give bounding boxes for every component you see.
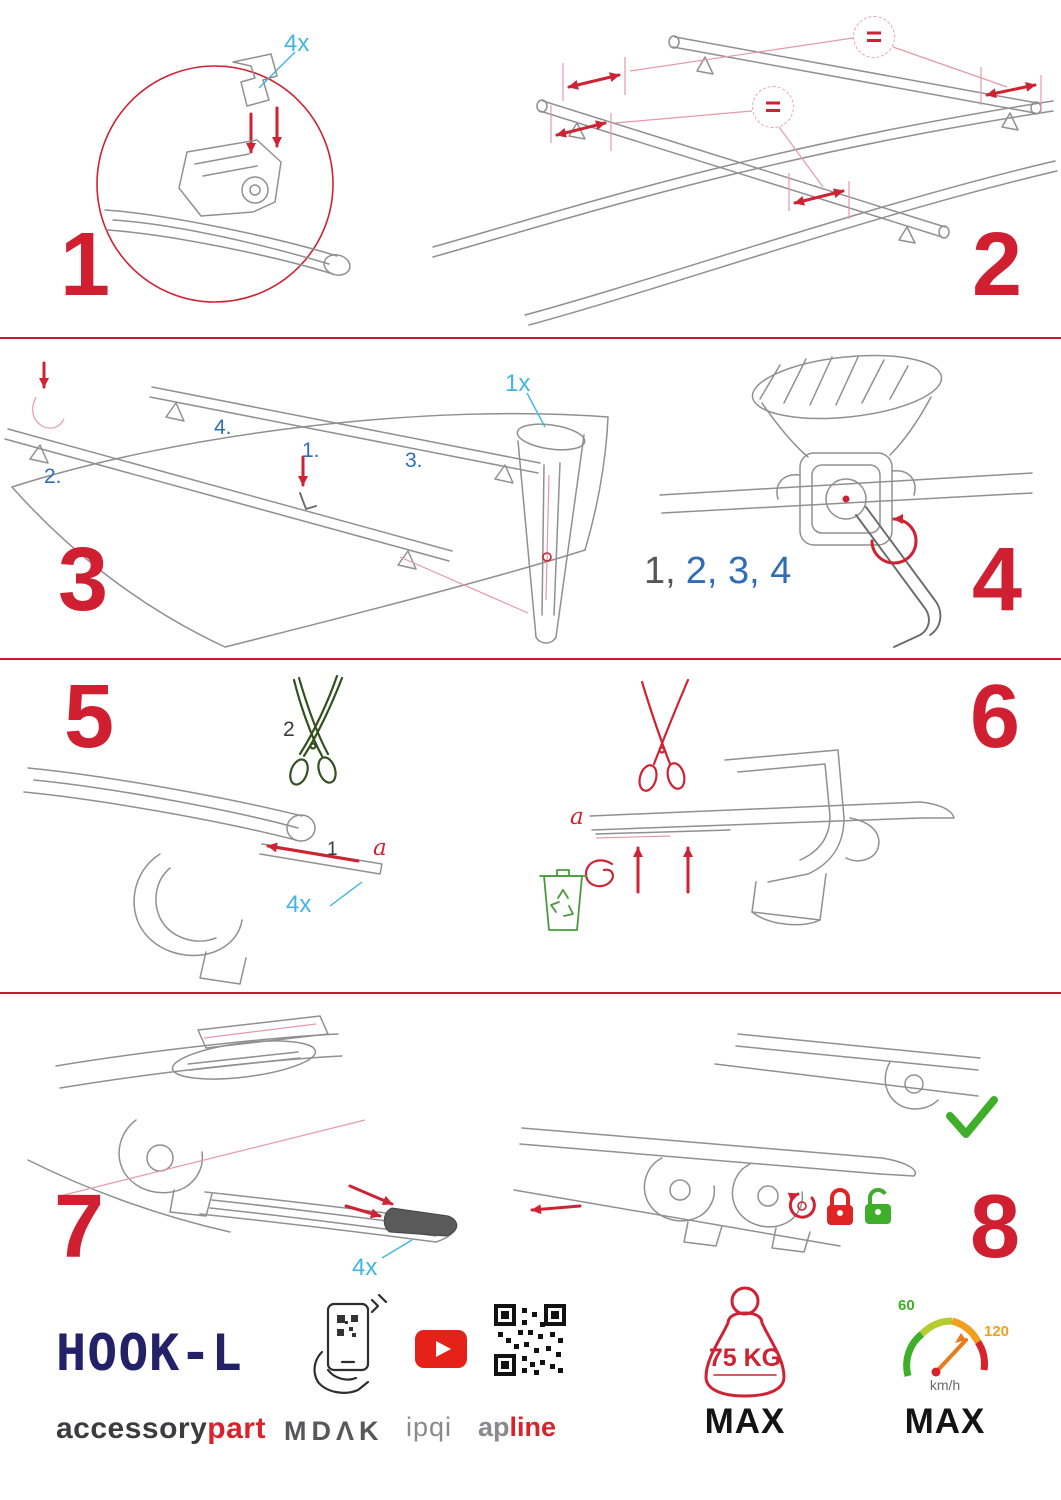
logo-mdak: MDΛK	[284, 1416, 384, 1446]
clamp-right	[731, 1163, 811, 1253]
step1-illustration	[96, 51, 351, 303]
step2-number: 2	[972, 215, 1022, 315]
clamp-hook	[133, 853, 247, 985]
step2-illustration	[432, 35, 1058, 326]
step7-number: 7	[54, 1177, 104, 1277]
brand-prefix: accessory	[56, 1412, 208, 1445]
section-divider-3	[0, 992, 1061, 994]
step6-number: 6	[970, 667, 1020, 767]
section-divider-1	[0, 337, 1061, 339]
step3-order-2: 2.	[44, 465, 62, 488]
fairing-cone	[516, 423, 586, 644]
step2-equal-badge-mid: =	[752, 86, 794, 128]
step5-number: 5	[64, 667, 114, 767]
lock-closed-icon	[827, 1188, 853, 1225]
clip-part	[232, 53, 278, 107]
step5-pull-mark: 1	[327, 839, 338, 860]
scissors-icon	[289, 674, 344, 786]
step3-number: 3	[58, 530, 108, 630]
rear-crossbar	[149, 386, 541, 484]
sequence-next: 2, 3, 4	[685, 550, 792, 592]
speed-unit: km/h	[929, 1377, 961, 1393]
needle	[936, 1338, 968, 1372]
clamp-below	[118, 1119, 213, 1217]
step2-equal-badge-top: =	[853, 16, 895, 58]
apline-suffix: line	[509, 1412, 557, 1442]
crossbar-top	[668, 35, 1042, 131]
weight-icon	[704, 1286, 786, 1398]
clamp-block	[776, 452, 916, 546]
logo-apline: apline	[478, 1414, 556, 1441]
main-bar	[519, 1127, 917, 1177]
tighten-rotation	[787, 1192, 816, 1219]
step4-illustration	[659, 354, 1033, 648]
max-speed-label: MAX	[904, 1402, 986, 1441]
cut-strap-curl	[584, 859, 614, 888]
max-load-label: MAX	[704, 1402, 786, 1441]
end-plug	[383, 1207, 458, 1237]
logo-ipqi: ipqi	[406, 1412, 453, 1442]
step8-number: 8	[970, 1177, 1020, 1277]
step6-illustration	[539, 678, 955, 931]
qr-code-icon	[494, 1304, 566, 1376]
step3-illustration	[4, 361, 609, 648]
step5-point-a-label: a	[373, 835, 387, 861]
step1-number: 1	[60, 215, 110, 315]
rail-bracket	[724, 749, 880, 926]
lock-open-icon	[865, 1187, 891, 1224]
clamp-left	[643, 1157, 723, 1247]
step4-number: 4	[972, 530, 1022, 630]
measurement-arrows	[550, 37, 1042, 219]
bar-opening	[751, 354, 943, 458]
crossbar	[104, 209, 351, 276]
max-load-value: 75 KG	[708, 1344, 782, 1372]
strap	[259, 842, 383, 875]
section-divider-2	[0, 658, 1061, 660]
step7-illustration	[27, 1015, 458, 1259]
allen-key-icon	[299, 492, 317, 510]
product-name: HOOK-L	[56, 1324, 243, 1382]
youtube-icon	[415, 1330, 467, 1368]
allen-key-icon	[855, 506, 942, 648]
recycle-bin-icon	[539, 869, 587, 931]
step4-sequence: 1,2, 3, 4	[644, 552, 791, 590]
step3-quantity-label: 1x	[505, 370, 531, 397]
step7-quantity-label: 4x	[352, 1254, 378, 1281]
clamp-housing	[178, 139, 282, 217]
speed-tick-high: 120	[984, 1323, 1010, 1340]
crossbar-end	[23, 767, 316, 842]
apline-prefix: ap	[478, 1412, 510, 1442]
bar-top-view-with-plug	[199, 1184, 458, 1243]
check-icon	[946, 1096, 998, 1138]
speedometer-icon	[903, 1317, 988, 1377]
phone-scan-icon	[313, 1293, 388, 1394]
crossbar	[589, 801, 955, 839]
step8-illustration	[513, 1033, 998, 1253]
step5-illustration	[23, 674, 383, 985]
bar-with-open-cover	[55, 1015, 343, 1089]
step1-quantity-label: 4x	[284, 30, 310, 57]
step5-cut-mark: 2	[283, 718, 295, 741]
sequence-done: 1,	[644, 550, 676, 592]
brand-suffix: part	[207, 1412, 266, 1445]
speed-tick-low: 60	[898, 1297, 915, 1314]
roof-rails	[432, 100, 1058, 326]
scissors-icon	[638, 678, 690, 792]
brand-logo: accessorypart	[56, 1414, 266, 1444]
step5-quantity-label: 4x	[286, 891, 312, 918]
step3-order-1: 1.	[302, 439, 320, 462]
step3-order-3: 3.	[405, 449, 423, 472]
step6-point-a-label: a	[570, 804, 584, 830]
step3-order-4: 4.	[214, 416, 232, 439]
locked-bar-overview	[714, 1033, 981, 1110]
